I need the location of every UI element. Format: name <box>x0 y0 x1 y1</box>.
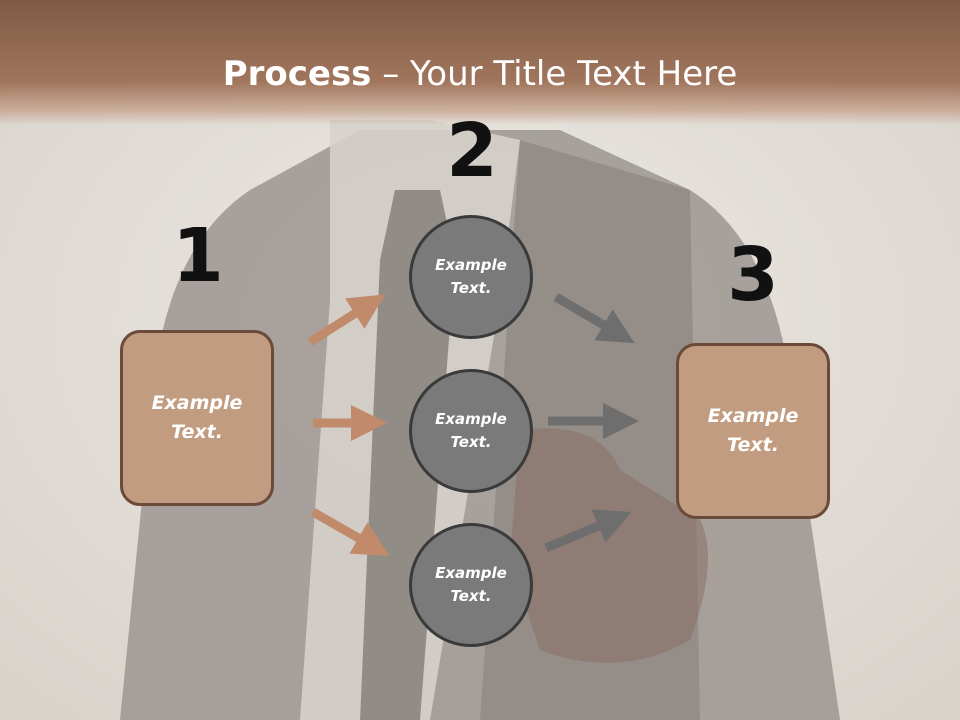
title-bar <box>0 0 960 125</box>
step-number-1: 1 <box>172 213 224 299</box>
step-3-box: Example Text. <box>676 343 830 519</box>
arrow-to-circle-3 <box>310 508 390 556</box>
step-1-box: Example Text. <box>120 330 274 506</box>
step-2-circle-1: Example Text. <box>409 215 533 339</box>
slide-title: Process – Your Title Text Here <box>0 52 960 96</box>
step-3-text: Example Text. <box>707 405 799 456</box>
title-bold: Process <box>222 54 372 94</box>
step-1-text: Example Text. <box>151 392 243 443</box>
step-2-circle-3: Example Text. <box>409 523 533 647</box>
step-number-3: 3 <box>727 232 779 318</box>
arrow-from-circle-3 <box>544 509 632 553</box>
circle-3-text: Example Text. <box>435 564 507 605</box>
step-2-circle-2: Example Text. <box>409 369 533 493</box>
circle-2-text: Example Text. <box>435 410 507 451</box>
circle-1-text: Example Text. <box>435 256 507 297</box>
arrow-from-circle-1 <box>553 293 635 344</box>
arrow-to-circle-1 <box>307 294 386 346</box>
title-rest: – Your Title Text Here <box>371 54 738 94</box>
step-number-2: 2 <box>446 108 498 194</box>
